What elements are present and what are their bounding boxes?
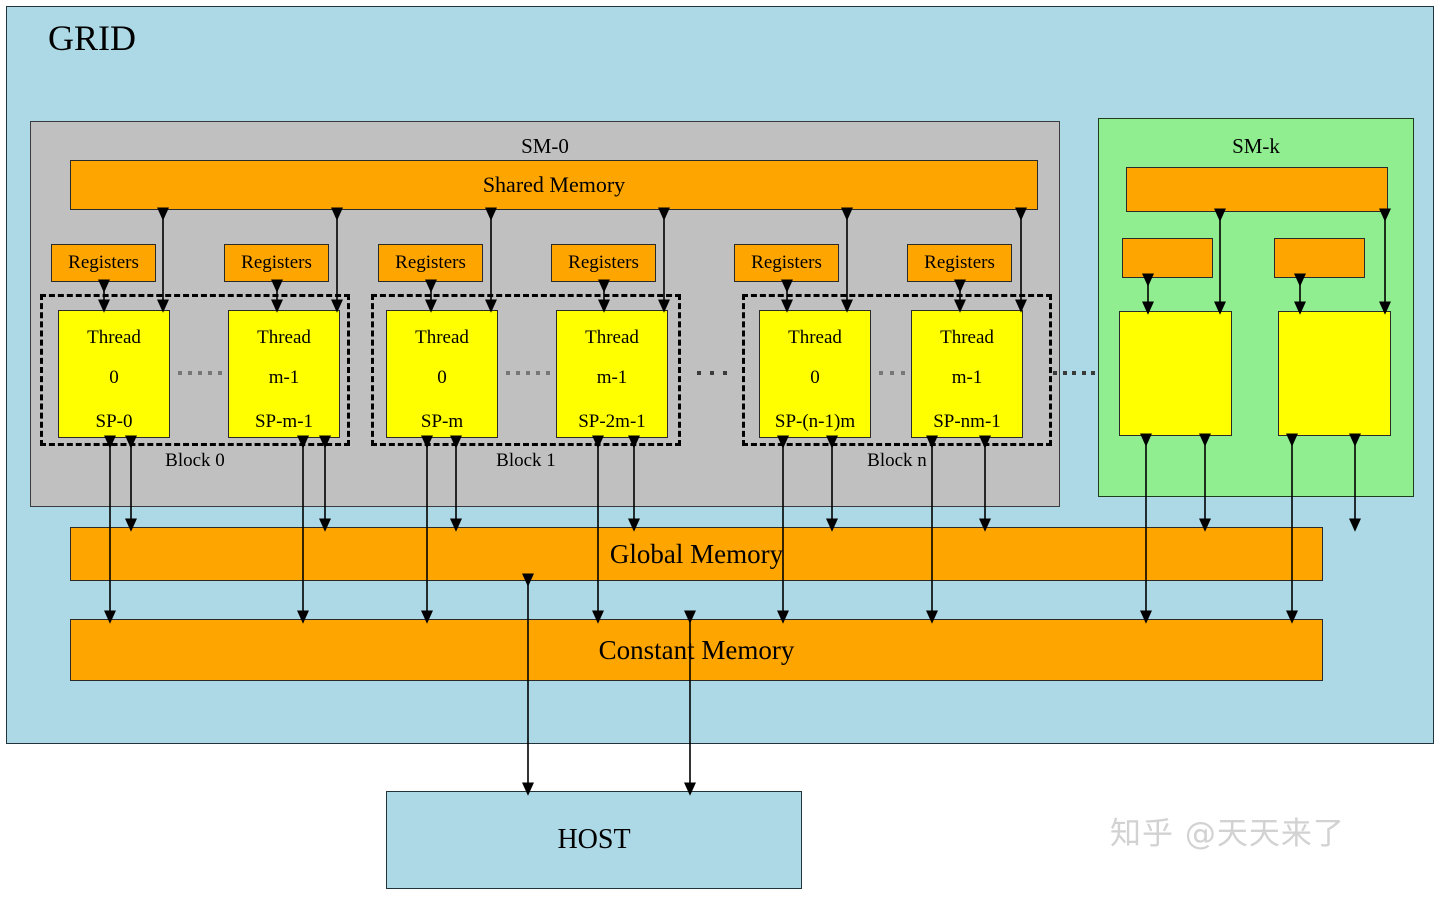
constant-memory-box	[70, 619, 1323, 681]
smk-registers-box-1	[1274, 238, 1365, 278]
registers-box-0	[51, 244, 156, 282]
registers-box-1	[224, 244, 329, 282]
registers-box-4	[734, 244, 839, 282]
watermark: 知乎 @天天来了	[1110, 815, 1345, 852]
host-box	[386, 791, 802, 889]
smk-thread-box-0	[1119, 311, 1232, 436]
global-memory-box	[70, 527, 1323, 581]
smk-shared-memory-box	[1126, 167, 1388, 212]
smk-thread-box-1	[1278, 311, 1391, 436]
thread-box-4	[759, 310, 871, 438]
shared-memory-box	[70, 160, 1038, 210]
registers-box-2	[378, 244, 483, 282]
block-frame-1	[371, 294, 681, 446]
block-frame-0	[40, 294, 350, 446]
thread-box-5	[911, 310, 1023, 438]
smk-registers-box-0	[1122, 238, 1213, 278]
registers-box-3	[551, 244, 656, 282]
block-frame-n	[742, 294, 1052, 446]
thread-box-3	[556, 310, 668, 438]
thread-box-0	[58, 310, 170, 438]
registers-box-5	[907, 244, 1012, 282]
thread-box-1	[228, 310, 340, 438]
thread-box-2	[386, 310, 498, 438]
